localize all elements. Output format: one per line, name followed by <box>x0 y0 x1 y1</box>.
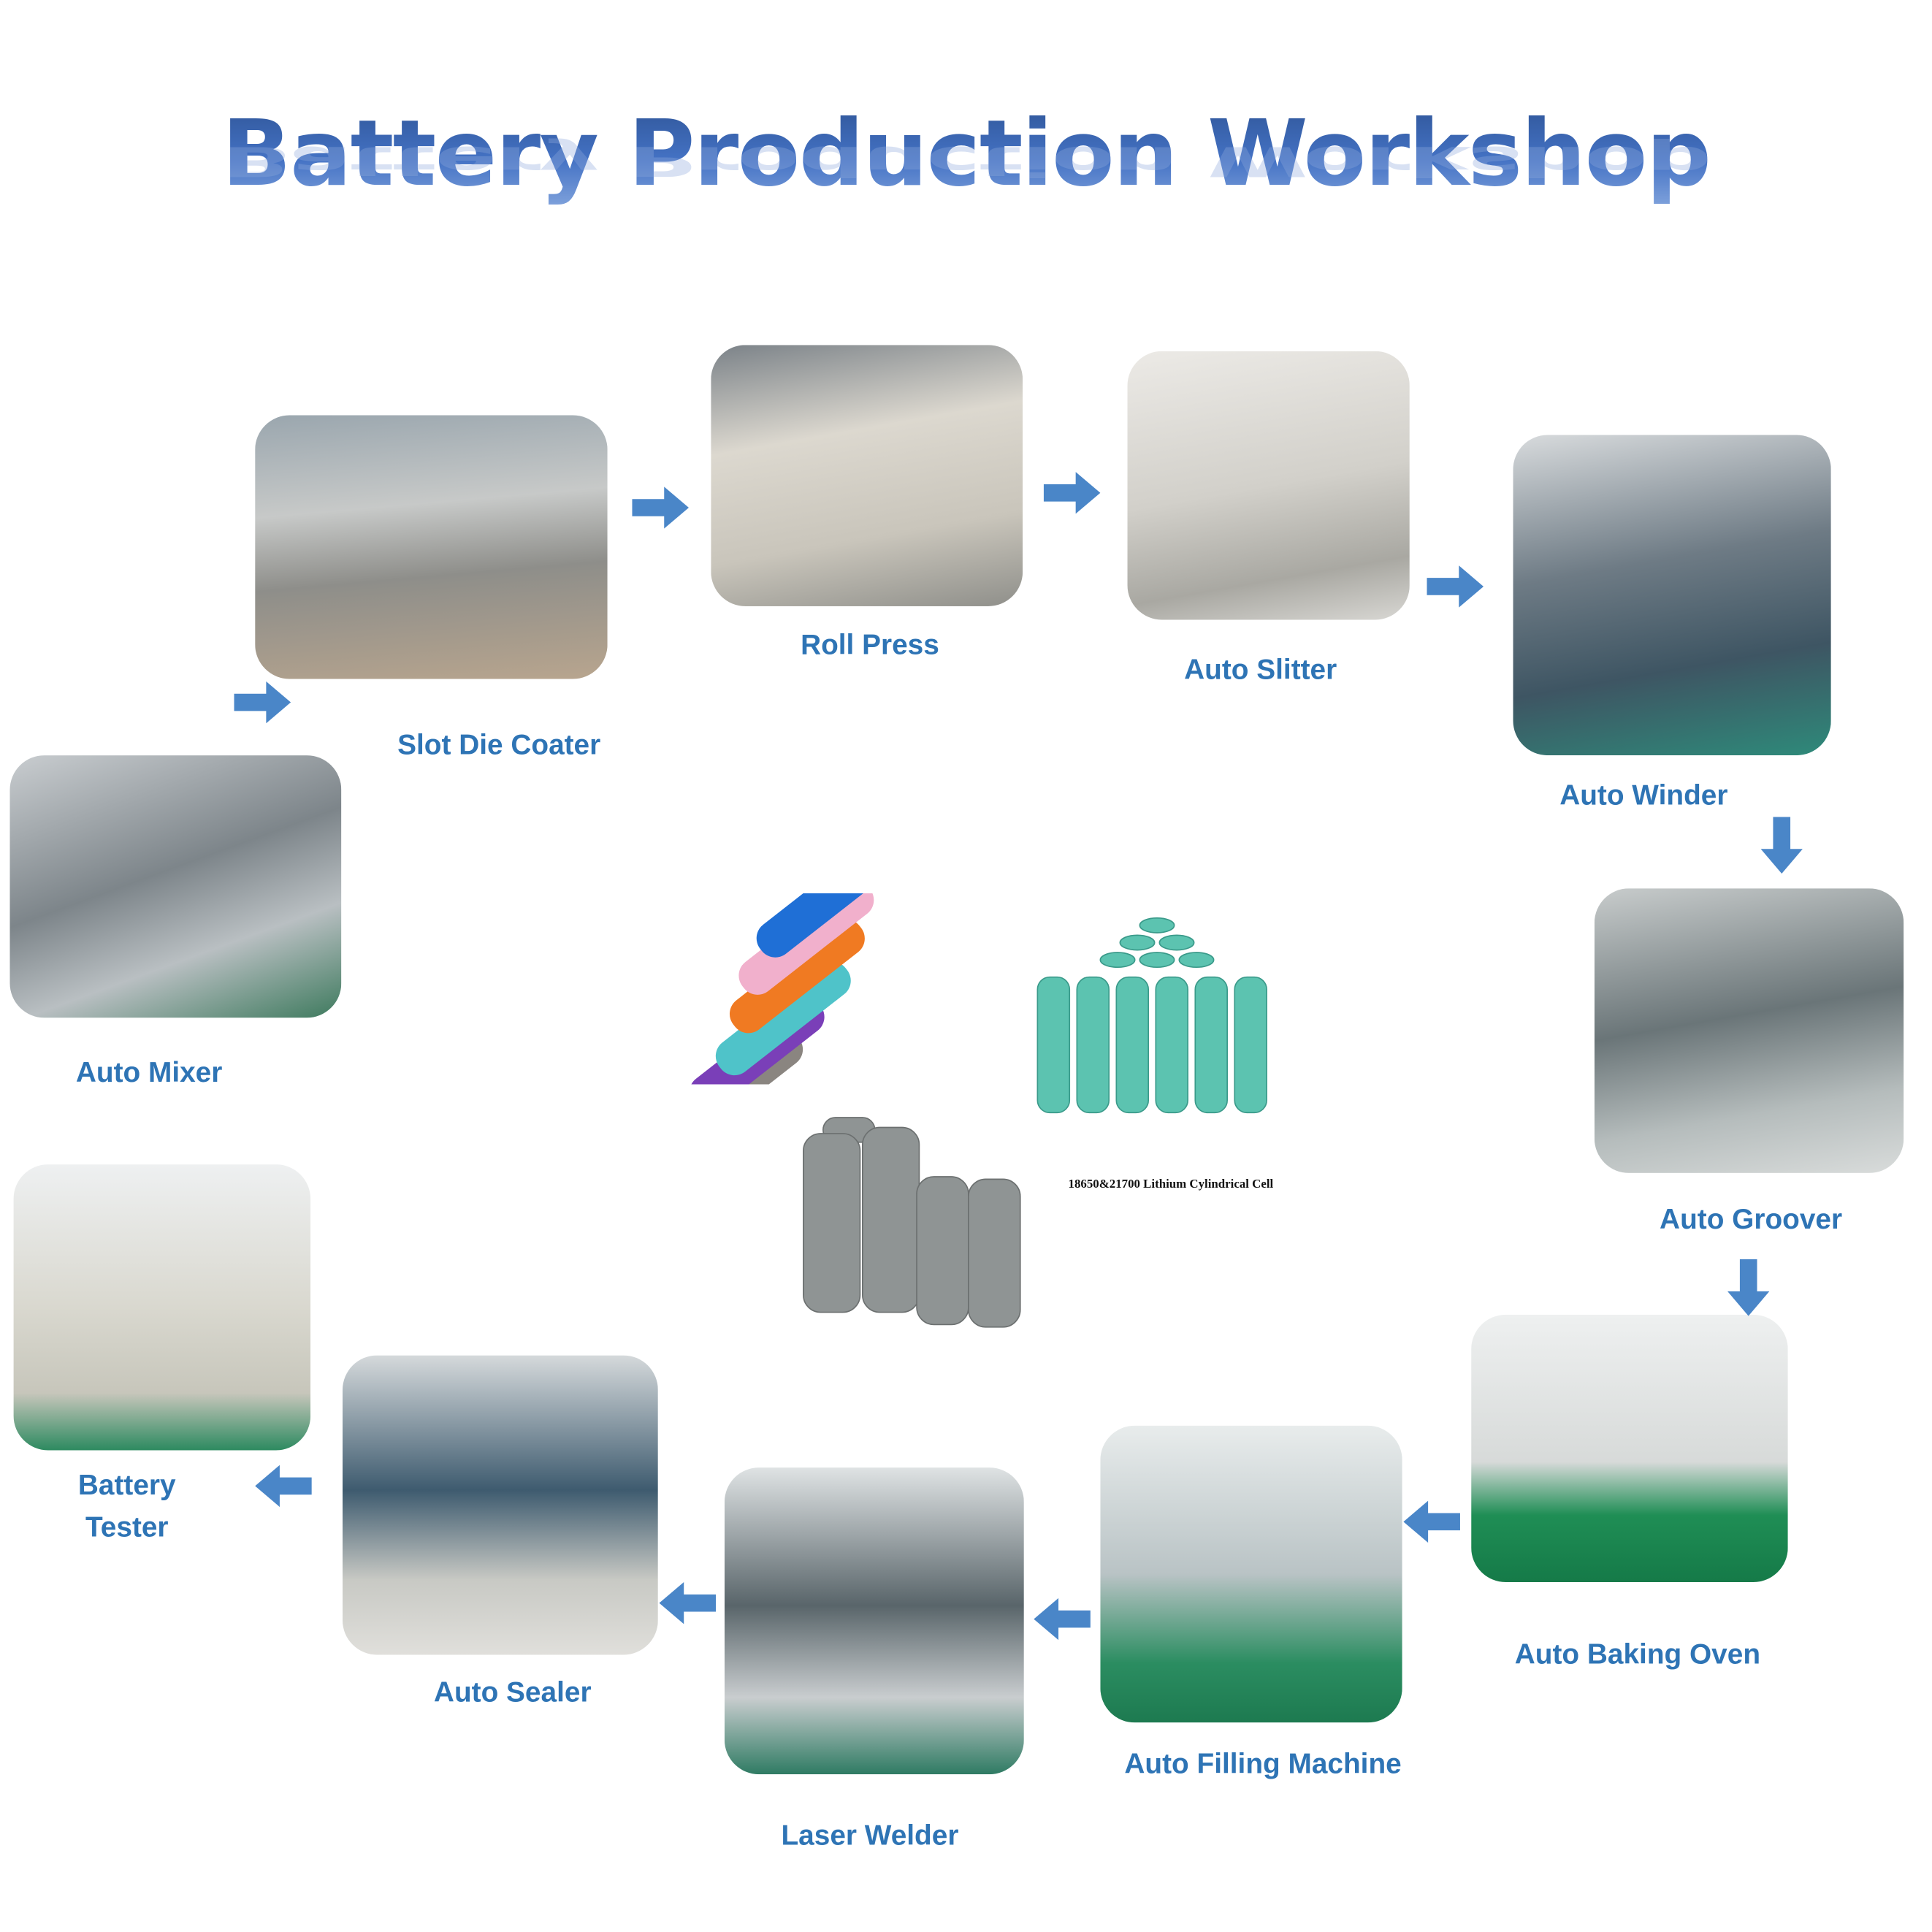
label-auto-winder: Auto Winder <box>1559 779 1728 811</box>
auto-baking-oven-photo <box>1471 1314 1788 1582</box>
arrow-right-icon <box>1427 565 1484 608</box>
title-reflection: Battery Production Workshop <box>221 137 1711 186</box>
teal-cells-pyramid-image <box>1036 917 1267 1114</box>
arrow-down-icon <box>1727 1259 1770 1316</box>
arrow-left-icon <box>659 1581 717 1624</box>
label-line-2: Tester <box>85 1511 169 1543</box>
auto-mixer-photo <box>9 755 342 1018</box>
arrow-right-icon <box>234 681 291 724</box>
slot-die-coater-photo <box>255 415 608 679</box>
page-title: Battery Production Workshop <box>0 101 1932 207</box>
arrow-down-icon <box>1760 817 1803 874</box>
laser-welder-photo <box>724 1467 1024 1775</box>
arrow-right-icon <box>632 486 689 529</box>
arrow-left-icon <box>1403 1500 1460 1543</box>
label-slot-die-coater: Slot Die Coater <box>397 728 601 760</box>
label-auto-slitter: Auto Slitter <box>1184 653 1337 685</box>
gray-cells-image <box>803 1117 1021 1328</box>
label-auto-sealer: Auto Sealer <box>433 1676 592 1708</box>
label-auto-groover: Auto Groover <box>1660 1202 1843 1235</box>
label-laser-welder: Laser Welder <box>781 1818 959 1851</box>
roll-press-photo <box>711 345 1023 606</box>
colorful-cells-image <box>668 893 892 1085</box>
auto-groover-photo <box>1594 888 1904 1173</box>
battery-tester-photo <box>13 1164 311 1451</box>
product-caption: 18650&21700 Lithium Cylindrical Cell <box>1068 1177 1274 1192</box>
auto-sealer-photo <box>342 1355 658 1655</box>
label-battery-tester: Battery Tester <box>78 1464 176 1548</box>
label-auto-baking-oven: Auto Baking Oven <box>1514 1637 1761 1670</box>
label-line-1: Battery <box>77 1468 176 1501</box>
arrow-right-icon <box>1043 472 1101 514</box>
arrow-left-icon <box>255 1465 312 1508</box>
label-auto-filling-machine: Auto Filling Machine <box>1124 1747 1402 1779</box>
auto-slitter-photo <box>1127 351 1410 620</box>
arrow-left-icon <box>1034 1597 1091 1641</box>
label-auto-mixer: Auto Mixer <box>75 1055 223 1088</box>
auto-winder-photo <box>1513 435 1831 756</box>
auto-filling-machine-photo <box>1100 1425 1402 1723</box>
label-roll-press: Roll Press <box>801 628 939 661</box>
